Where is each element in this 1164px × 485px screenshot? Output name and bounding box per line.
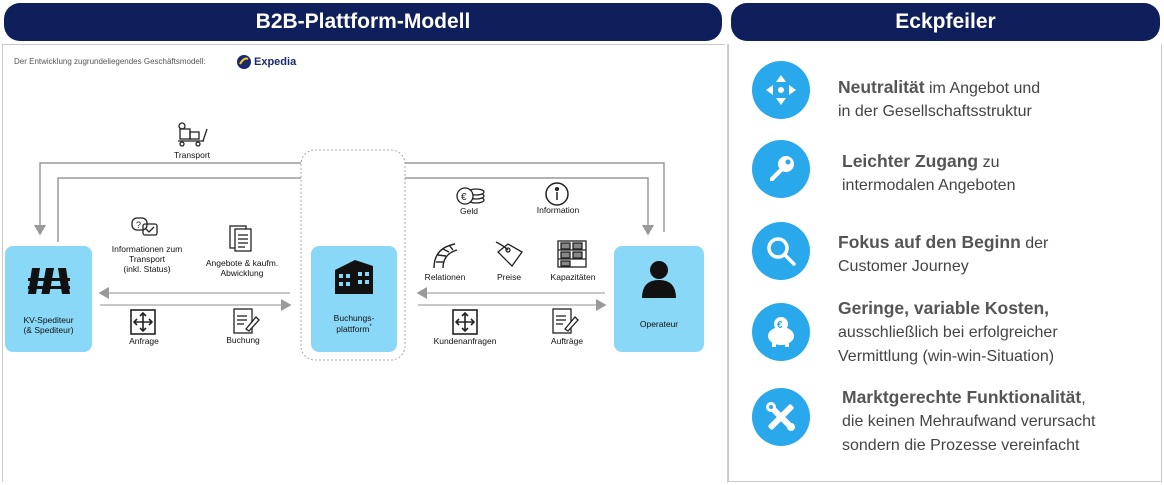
info-transport-line1: Informationen zum — [111, 244, 183, 254]
transport-label: Transport — [173, 150, 211, 160]
info-transport-label: Informationen zum Transport (inkl. Statu… — [111, 244, 183, 274]
tools-icon — [752, 388, 810, 446]
person-icon — [642, 261, 676, 298]
feature-easy-access-rest: zu — [978, 154, 1000, 171]
model-title: B2B-Plattform-Modell — [255, 10, 471, 33]
panel-divider — [727, 44, 728, 483]
expedia-logo-text: Expedia — [254, 56, 297, 68]
feature-easy-access-line2: intermodalen Angeboten — [842, 177, 1016, 195]
price-tag-icon — [495, 241, 523, 268]
feature-focus: Fokus auf den Beginn der Customer Journe… — [838, 230, 1048, 279]
prices-label: Preise — [496, 272, 522, 282]
feature-costs: Geringe, variable Kosten, ausschließlich… — [838, 296, 1058, 368]
feature-focus-line2: Customer Journey — [838, 258, 969, 276]
feature-functionality-bold: Marktgerechte Funktionalität — [842, 387, 1082, 407]
pillars-title-bar: Eckpfeiler — [731, 3, 1160, 41]
platform-label: Buchungs- plattform* — [311, 313, 397, 335]
platform-node: Buchungs- plattform* — [311, 246, 397, 352]
capacity-shelf-icon — [557, 240, 587, 268]
feature-functionality-line2: die keinen Mehraufwand verursacht — [842, 413, 1096, 431]
feature-easy-access-bold: Leichter Zugang — [842, 151, 979, 171]
model-subtitle: Der Entwicklung zugrundeliegendes Geschä… — [14, 57, 206, 66]
pillars-title: Eckpfeiler — [895, 10, 996, 33]
expedia-logo: Expedia — [236, 54, 296, 70]
offers-line1: Angebote & kaufm. — [205, 258, 279, 268]
platform-label-line2: plattform — [336, 323, 370, 334]
feature-focus-bold: Fokus auf den Beginn — [838, 232, 1021, 252]
feature-neutrality-line2: in der Gesellschaftsstruktur — [838, 103, 1032, 121]
feature-focus-rest: der — [1020, 235, 1049, 252]
building-icon — [335, 260, 373, 294]
relations-tracks-icon — [433, 243, 458, 269]
feature-neutrality-rest: im Angebot und — [924, 80, 1041, 97]
svg-text:€: € — [777, 320, 783, 331]
feature-neutrality: Neutralität im Angebot und in der Gesell… — [838, 75, 1040, 124]
feature-costs-line2: ausschließlich bei erfolgreicher — [838, 324, 1058, 342]
operateur-node: Operateur — [614, 246, 704, 352]
rail-freight-icon — [28, 268, 70, 294]
offers-label: Angebote & kaufm. Abwicklung — [205, 258, 279, 279]
spediteur-label-line1: KV-Spediteur — [23, 315, 74, 325]
expedia-globe-icon — [237, 55, 251, 69]
info-transport-line3: (inkl. Status) — [123, 263, 171, 274]
information-label: Information — [536, 205, 580, 215]
piggy-bank-icon: € — [752, 303, 810, 361]
booking-contract-icon — [233, 308, 260, 334]
platform-label-line1: Buchungs- — [333, 313, 375, 323]
model-frame — [2, 44, 725, 482]
request-label: Anfrage — [129, 336, 159, 346]
money-coins-icon: € — [456, 187, 485, 205]
customer-requests-label: Kundenanfragen — [433, 336, 497, 346]
request-arrows-icon — [130, 309, 156, 335]
transport-info-chat-icon: ? — [131, 217, 158, 236]
feature-functionality: Marktgerechte Funktionalität, die keinen… — [842, 385, 1095, 457]
information-icon — [545, 182, 569, 206]
info-transport-line2: Transport — [128, 253, 166, 264]
arrows-icon — [752, 61, 810, 119]
svg-text:€: € — [461, 192, 467, 203]
money-label: Geld — [460, 206, 478, 216]
offers-line2: Abwicklung — [220, 267, 264, 278]
relations-label: Relationen — [424, 272, 466, 282]
capacities-label: Kapazitäten — [550, 272, 596, 282]
customer-requests-icon — [452, 309, 478, 335]
magnifier-icon — [752, 222, 810, 280]
svg-text:?: ? — [136, 220, 141, 230]
orders-contract-icon — [552, 308, 579, 334]
feature-neutrality-bold: Neutralität — [838, 77, 925, 97]
orders-label: Aufträge — [550, 336, 584, 346]
operateur-label: Operateur — [639, 319, 679, 329]
platform-label-sup: * — [369, 323, 372, 330]
feature-functionality-line3: sondern die Prozesse vereinfacht — [842, 436, 1080, 454]
model-title-bar: B2B-Plattform-Modell — [4, 3, 722, 41]
pillars-frame — [728, 44, 1162, 482]
feature-functionality-rest: , — [1081, 390, 1086, 407]
spediteur-label-line2: (& Spediteur) — [23, 324, 74, 335]
platform-diagram: ? € — [34, 122, 665, 361]
feature-costs-line3: Vermittlung (win-win-Situation) — [838, 347, 1055, 365]
transport-cart-icon — [178, 122, 208, 147]
feature-costs-bold: Geringe, variable Kosten, — [838, 298, 1050, 318]
platform-label-line2-wrap: plattform* — [311, 324, 397, 335]
spediteur-label: KV-Spediteur (& Spediteur) — [5, 315, 92, 336]
key-icon — [752, 140, 810, 198]
offer-documents-icon — [229, 225, 252, 252]
booking-label: Buchung — [226, 335, 260, 345]
spediteur-node: KV-Spediteur (& Spediteur) — [5, 246, 92, 352]
feature-easy-access: Leichter Zugang zu intermodalen Angebote… — [842, 149, 1015, 198]
